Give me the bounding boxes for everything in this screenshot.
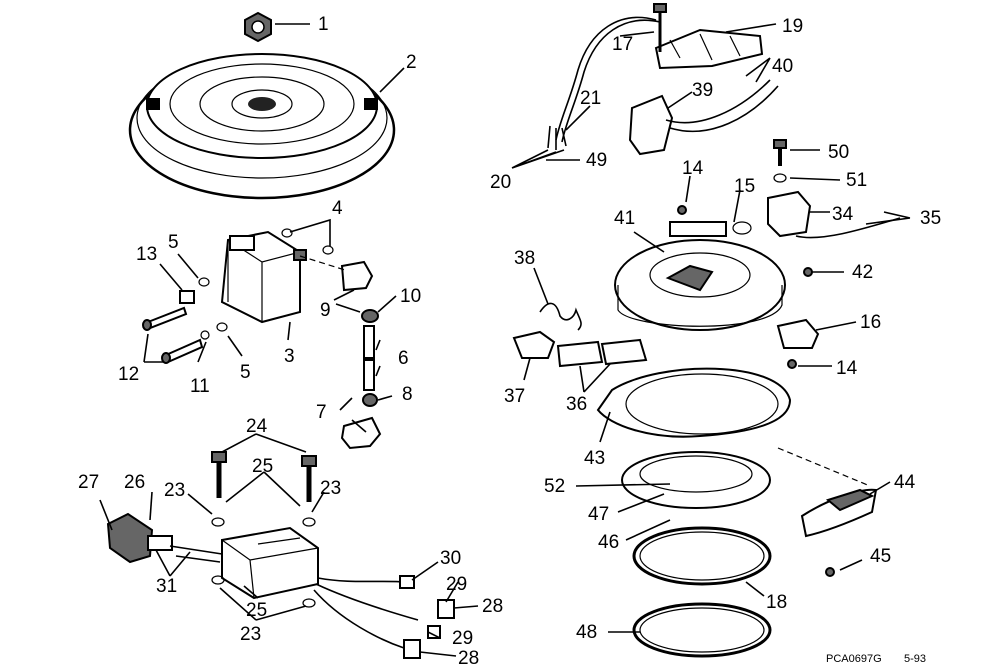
support-plate [596,367,792,438]
flywheel-nut [244,11,272,43]
figure-date: 5-93 [904,653,926,665]
callout-38: 38 [514,248,535,269]
callout-5a: 5 [168,232,179,253]
armature-plate [614,221,786,331]
sleeves-36 [556,338,648,368]
callout-26: 26 [124,472,145,493]
plate-clip [776,318,820,349]
plate-screws [677,139,813,369]
connector-37 [512,330,556,359]
screw-45 [825,567,835,577]
callout-46: 46 [598,532,619,553]
callout-28a: 28 [482,596,503,617]
sensor-harness [547,16,661,150]
callout-4: 4 [332,198,343,219]
figure-code: PCA0697G [826,653,882,665]
callout-51: 51 [846,170,867,191]
power-pack-leads [313,575,455,659]
callout-31: 31 [156,576,177,597]
callout-13: 13 [136,244,157,265]
callout-2: 2 [406,52,417,73]
power-pack-bolts [211,451,317,608]
callout-23c: 23 [240,624,261,645]
callout-52: 52 [544,476,565,497]
callout-27: 27 [78,472,99,493]
timer-base-sensor [653,3,764,70]
callout-29a: 29 [446,574,467,595]
power-pack-connector [106,512,223,564]
charge-coil [767,190,901,239]
callout-8: 8 [402,384,413,405]
callout-48: 48 [576,622,597,643]
callout-7: 7 [316,402,327,423]
callout-39: 39 [692,80,713,101]
callout-23a: 23 [164,480,185,501]
coil-washers [198,228,334,340]
callout-6: 6 [398,348,409,369]
callout-1: 1 [318,14,329,35]
callout-49: 49 [586,150,607,171]
callout-23b: 23 [320,478,341,499]
retainer-ring-47 [621,451,771,509]
callout-17: 17 [612,34,633,55]
callout-12: 12 [118,364,139,385]
callout-16: 16 [860,312,881,333]
bracket-44 [800,488,878,538]
callout-9: 9 [320,300,331,321]
callout-45: 45 [870,546,891,567]
callout-44: 44 [894,472,916,493]
retainer-spring [539,302,582,331]
callout-19: 19 [782,16,803,37]
callout-20: 20 [490,172,511,193]
callout-14b: 14 [836,358,858,379]
callout-29b: 29 [452,628,473,649]
callout-42: 42 [852,262,873,283]
callout-14a: 14 [682,158,704,179]
callout-35: 35 [920,208,941,229]
spark-plug-boot [340,260,382,450]
callout-25b: 25 [246,600,267,621]
callout-40: 40 [772,56,793,77]
callout-36: 36 [566,394,587,415]
flywheel [128,53,396,200]
callout-15: 15 [734,176,755,197]
sensor-module [628,79,779,156]
callout-30: 30 [440,548,461,569]
callout-10: 10 [400,286,421,307]
callout-37: 37 [504,386,525,407]
coil-screws [142,290,204,364]
ring-18 [632,526,772,586]
ring-48 [632,602,772,658]
ignition-coil [220,230,307,324]
callout-41: 41 [614,208,635,229]
callout-34: 34 [832,204,854,225]
callout-50: 50 [828,142,849,163]
callout-labels: 1 2 3 4 5 5 6 7 8 9 10 11 12 13 14 14 15… [78,14,941,669]
leader-lines [99,23,911,657]
callout-28b: 28 [458,648,479,669]
callout-11: 11 [190,376,210,397]
callout-21: 21 [580,88,601,109]
callout-47: 47 [588,504,609,525]
callout-24: 24 [246,416,268,437]
callout-25a: 25 [252,456,273,477]
callout-43: 43 [584,448,605,469]
callout-18: 18 [766,592,787,613]
callout-3: 3 [284,346,295,367]
callout-5b: 5 [240,362,251,383]
power-pack [221,526,319,600]
